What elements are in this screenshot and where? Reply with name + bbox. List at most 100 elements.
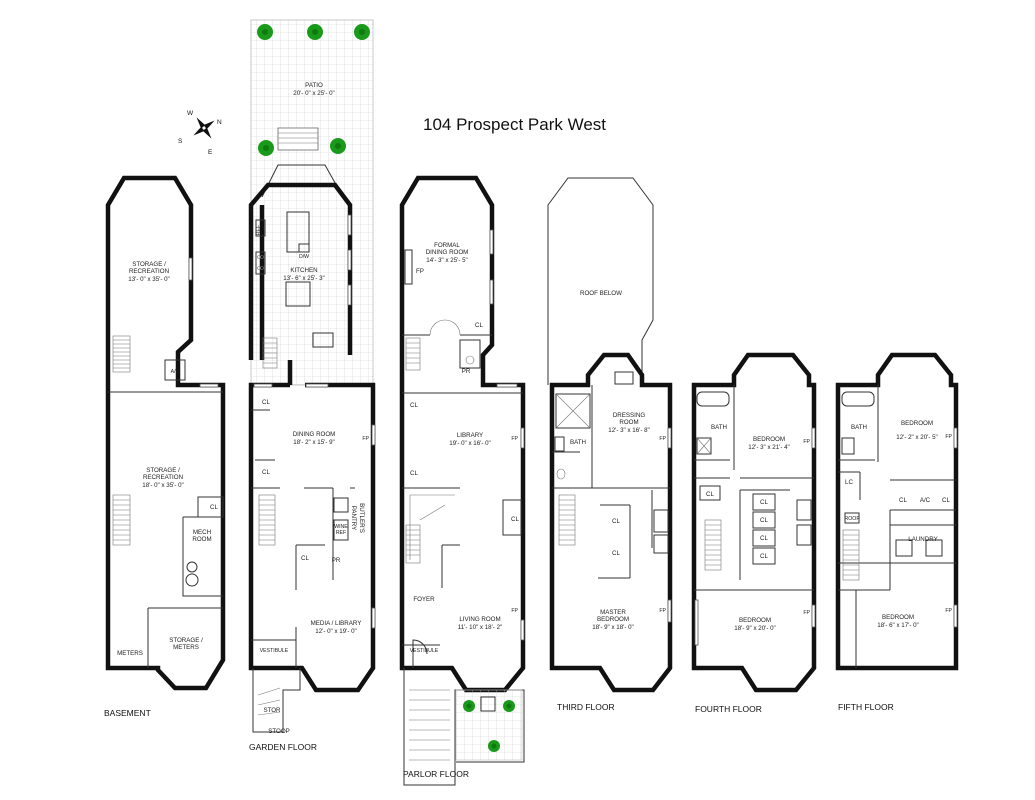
compass-s: S <box>178 138 183 145</box>
basement-mech-label2: ROOM <box>192 536 211 543</box>
basement-floor-label: BASEMENT <box>104 708 151 718</box>
stove-icon <box>255 251 266 275</box>
fifth-bedroom1-label: BEDROOM <box>901 420 933 427</box>
fourth-cl-a-label: CL <box>706 491 714 498</box>
kitchen-island <box>286 211 310 253</box>
fourth-cl-d-label: CL <box>760 535 768 542</box>
parlor-cl-a-label: CL <box>475 322 483 329</box>
compass-n: N <box>217 119 222 126</box>
parlor-fp1-label: FP <box>416 268 424 275</box>
dressing-room-label: DRESSING <box>613 412 646 419</box>
fifth-bath-label: BATH <box>851 424 867 431</box>
library-label: LIBRARY <box>457 432 483 439</box>
fourth-outer-wall <box>691 352 817 693</box>
basement-plan: STORAGE / RECREATION 13'- 0" x 35'- 0" A… <box>104 175 226 718</box>
garden-cl-a-label: CL <box>262 399 270 406</box>
fourth-cl-b-label: CL <box>760 499 768 506</box>
fourth-bath-label: BATH <box>711 424 727 431</box>
fifth-bedroom2-label: BEDROOM <box>882 614 914 621</box>
parlor-fireplace <box>404 249 413 285</box>
fifth-roof-label: ROOF <box>845 516 860 522</box>
stoop-label: STOOP <box>268 728 290 735</box>
boiler-icon <box>186 561 198 573</box>
laundry-label: LAUNDRY <box>908 536 937 543</box>
third-bath-label: BATH <box>570 439 586 446</box>
garden-fireplace <box>312 332 334 348</box>
garden-fp-label: FP <box>362 436 369 442</box>
basement-stairs-icon <box>112 335 131 546</box>
basement-outer-wall <box>105 175 226 691</box>
fourth-bedroom1-dim: 12'- 3" x 21'- 4" <box>748 444 790 451</box>
basement-storage-meters-label2: METERS <box>173 644 199 651</box>
master-bedroom-label: MASTER <box>600 609 626 616</box>
dressing-room-dim: 12'- 3" x 16'- 8" <box>608 427 650 434</box>
formal-dining-label2: DINING ROOM <box>426 249 469 256</box>
patio-steps-icon <box>277 127 319 151</box>
parlor-floor-plan: FORMAL DINING ROOM 14'- 3" x 25'- 5" FP … <box>399 175 526 786</box>
parlor-fp3-label: FP <box>511 608 518 614</box>
formal-dining-dim: 14'- 3" x 25'- 5" <box>426 257 468 264</box>
butlers-pantry-label: BUTLER'S <box>358 503 365 533</box>
master-bedroom-dim: 18'- 9" x 18'- 0" <box>592 624 634 631</box>
fifth-floor-label: FIFTH FLOOR <box>838 702 894 712</box>
basement-cl-label: CL <box>210 504 218 511</box>
fifth-ac-label: A/C <box>920 497 931 504</box>
kitchen-dim: 13'- 6" x 25'- 3" <box>283 275 325 282</box>
compass: W N S E <box>178 110 222 156</box>
water-heater-icon <box>185 573 199 587</box>
basement-storage-meters-label: STORAGE / <box>169 637 203 644</box>
parlor-cl-b-label: CL <box>410 402 418 409</box>
basement-storage1-label: STORAGE / <box>132 261 166 268</box>
parlor-pr-label: PR <box>462 368 471 375</box>
fridge-label: REF <box>256 225 262 235</box>
basement-meters-label: METERS <box>117 650 143 657</box>
roof-below-label: ROOF BELOW <box>580 290 622 297</box>
third-floor-label: THIRD FLOOR <box>557 702 615 712</box>
third-outer-wall <box>549 352 673 693</box>
shower-icon <box>555 393 591 429</box>
stor-label: STOR <box>263 707 281 714</box>
fourth-floor-label: FOURTH FLOOR <box>695 704 762 714</box>
fifth-fp1-label: FP <box>945 434 952 440</box>
dishwasher-label: D/W <box>299 254 309 260</box>
powder-room-label: PR <box>332 557 341 564</box>
compass-rose-icon <box>193 117 215 139</box>
wine-ref-label: WINE <box>334 524 348 530</box>
parlor-floor-label: PARLOR FLOOR <box>403 769 469 779</box>
compass-w: W <box>187 110 194 117</box>
parlor-cl-c-label: CL <box>410 470 418 477</box>
third-fp2-label: FP <box>659 608 666 614</box>
media-library-label: MEDIA / LIBRARY <box>311 620 362 627</box>
patio-trees-icon <box>257 24 370 156</box>
fifth-lc-label: LC <box>845 479 853 486</box>
master-bedroom-label2: BEDROOM <box>597 616 629 623</box>
compass-e: E <box>208 149 213 156</box>
basement-storage1-label2: RECREATION <box>129 268 169 275</box>
media-library-dim: 12'- 0" x 19'- 0" <box>315 628 357 635</box>
fifth-floor-plan: BATH BEDROOM 12'- 2" x 20'- 5" FP LC CL … <box>835 352 959 712</box>
fourth-tub-icon <box>696 391 730 407</box>
garden-cl-c-label: CL <box>301 555 309 562</box>
fifth-tub-icon <box>841 391 875 407</box>
fourth-bedroom1-label: BEDROOM <box>753 436 785 443</box>
basement-mech-label: MECH <box>193 529 211 536</box>
library-dim: 19'- 0" x 16'- 0" <box>449 440 491 447</box>
garden-cl-b-label: CL <box>262 469 270 476</box>
garden-floor-label: GARDEN FLOOR <box>249 742 317 752</box>
fifth-outer-wall <box>835 352 959 671</box>
fifth-bedroom1-dim: 12'- 2" x 20'- 5" <box>896 434 938 441</box>
basement-storage2-label2: RECREATION <box>143 474 183 481</box>
foyer-label: FOYER <box>413 596 435 603</box>
fourth-cl-c-label: CL <box>760 517 768 524</box>
living-room-dim: 11'- 10" x 18'- 2" <box>458 624 502 631</box>
fourth-bedroom2-label: BEDROOM <box>739 617 771 624</box>
third-floor-plan: ROOF BELOW BATH DRESSING ROOM 12'- 3" x … <box>547 177 673 712</box>
formal-dining-label: FORMAL <box>434 242 460 249</box>
basement-storage1-dim: 13'- 0" x 35'- 0" <box>128 276 170 283</box>
basement-storage2-dim: 18'- 0" x 35'- 0" <box>142 482 184 489</box>
third-cl-b-label: CL <box>612 550 620 557</box>
fifth-bedroom2-dim: 18'- 6" x 17'- 0" <box>877 622 919 629</box>
fifth-fp2-label: FP <box>945 608 952 614</box>
fourth-floor-plan: BATH BEDROOM 12'- 3" x 21'- 4" FP CL CL … <box>691 352 817 714</box>
